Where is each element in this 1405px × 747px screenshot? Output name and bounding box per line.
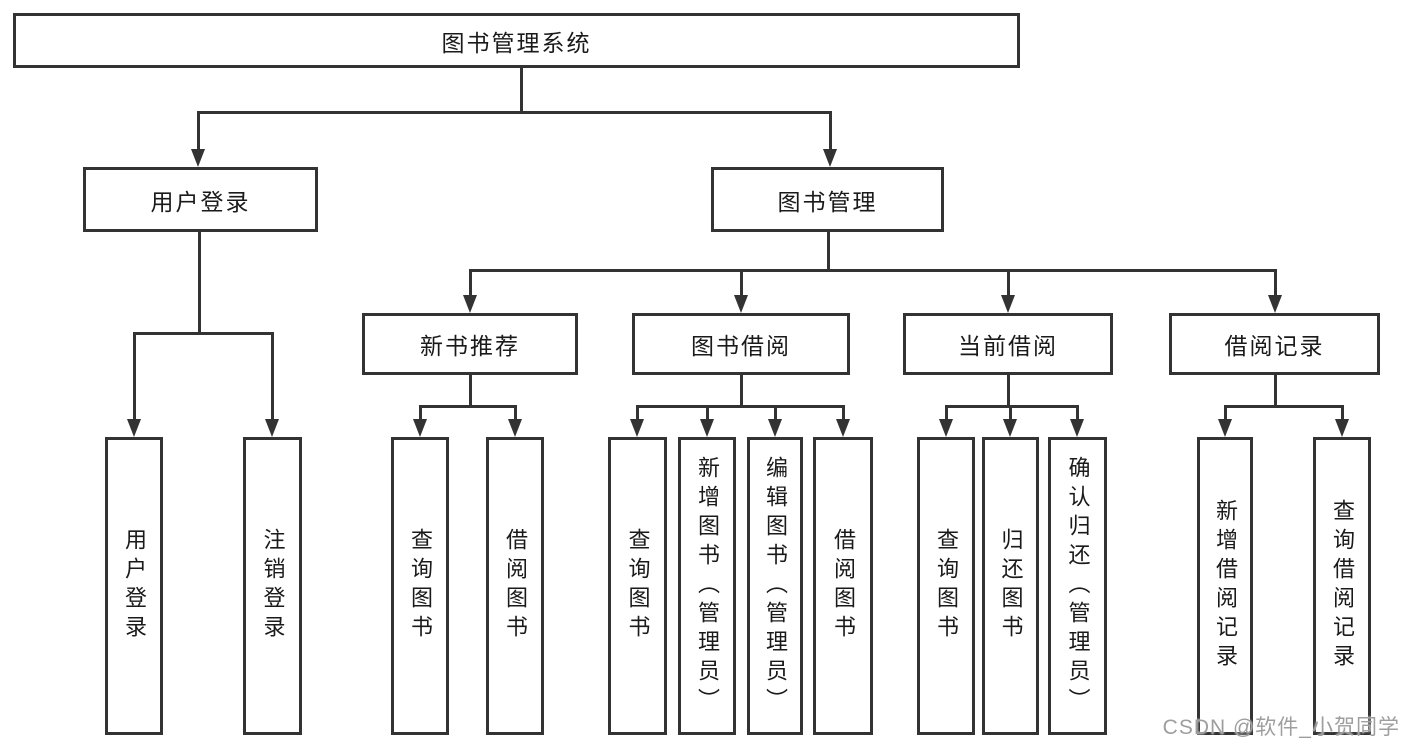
arrowhead-down-icon (836, 419, 850, 437)
leaf-logout: 注销登录 (243, 437, 302, 735)
arrowhead-down-icon (463, 295, 477, 313)
connector-line (1224, 405, 1227, 421)
connector-line (842, 405, 845, 421)
arrowhead-down-icon (734, 295, 748, 313)
connector-line (1341, 405, 1344, 421)
arrowhead-down-icon (191, 149, 205, 167)
connector-line (1274, 269, 1277, 297)
leaf-borrowing-edit-books-admin: 编辑图书（管理员） (747, 437, 803, 735)
leaf-current-query-books: 查询图书 (917, 437, 975, 735)
connector-line (520, 68, 523, 114)
connector-line (827, 232, 830, 272)
leaf-borrowing-borrow-books: 借阅图书 (813, 437, 873, 735)
connector-line (740, 375, 743, 408)
connector-line (197, 111, 200, 151)
arrowhead-down-icon (1268, 295, 1282, 313)
arrowhead-down-icon (1001, 295, 1015, 313)
connector-line (514, 405, 517, 421)
connector-line (419, 405, 422, 421)
connector-line (1007, 375, 1010, 408)
leaf-user-login: 用户登录 (105, 437, 163, 735)
connector-line (198, 232, 201, 335)
node-user-login: 用户登录 (83, 167, 318, 232)
arrowhead-down-icon (700, 419, 714, 437)
connector-line (469, 269, 1277, 272)
connector-line (1007, 269, 1010, 297)
leaf-recommend-query-books: 查询图书 (391, 437, 449, 735)
arrowhead-down-icon (413, 419, 427, 437)
connector-line (271, 332, 274, 419)
connector-line (1009, 405, 1012, 421)
connector-line (1076, 405, 1079, 421)
connector-line (419, 405, 516, 408)
leaf-records-query-record: 查询借阅记录 (1313, 437, 1371, 735)
arrowhead-down-icon (508, 419, 522, 437)
arrowhead-down-icon (127, 419, 141, 437)
connector-line (706, 405, 709, 421)
csdn-watermark: CSDN @软件_小贺同学 (1162, 716, 1400, 739)
leaf-records-add-record: 新增借阅记录 (1197, 437, 1253, 735)
connector-line (133, 332, 136, 419)
arrowhead-down-icon (768, 419, 782, 437)
leaf-current-return-books: 归还图书 (982, 437, 1039, 735)
connector-line (636, 405, 639, 421)
arrowhead-down-icon (1218, 419, 1232, 437)
connector-line (636, 405, 844, 408)
node-borrowing-records: 借阅记录 (1169, 313, 1380, 375)
node-current-borrowing: 当前借阅 (903, 313, 1113, 375)
leaf-recommend-borrow-books: 借阅图书 (486, 437, 544, 735)
connector-line (945, 405, 948, 421)
node-book-borrowing: 图书借阅 (632, 313, 850, 375)
node-root-system: 图书管理系统 (13, 13, 1020, 68)
node-book-management: 图书管理 (711, 167, 944, 232)
leaf-borrowing-query-books: 查询图书 (608, 437, 667, 735)
leaf-current-confirm-return-admin: 确认归还（管理员） (1048, 437, 1107, 735)
arrowhead-down-icon (939, 419, 953, 437)
arrowhead-down-icon (823, 149, 837, 167)
leaf-borrowing-add-books-admin: 新增图书（管理员） (678, 437, 736, 735)
connector-line (774, 405, 777, 421)
connector-line (197, 111, 832, 114)
arrowhead-down-icon (1003, 419, 1017, 437)
connector-line (469, 269, 472, 297)
connector-line (1274, 375, 1277, 408)
connector-line (829, 111, 832, 151)
arrowhead-down-icon (630, 419, 644, 437)
arrowhead-down-icon (1335, 419, 1349, 437)
connector-line (469, 375, 472, 408)
connector-line (740, 269, 743, 297)
arrowhead-down-icon (265, 419, 279, 437)
connector-line (1224, 405, 1343, 408)
arrowhead-down-icon (1070, 419, 1084, 437)
connector-line (133, 332, 274, 335)
node-new-book-recommend: 新书推荐 (362, 313, 578, 375)
